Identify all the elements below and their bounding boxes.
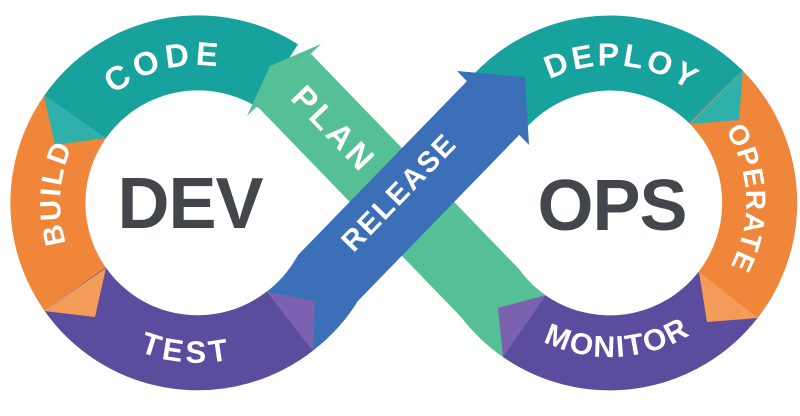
dev-loop bbox=[10, 15, 314, 391]
deploy-segment bbox=[472, 15, 743, 128]
build-to-test-chevron-icon bbox=[44, 268, 106, 317]
ops-loop bbox=[472, 15, 798, 391]
plan-arrowhead-icon bbox=[247, 44, 321, 116]
operate-to-monitor-chevron-icon bbox=[699, 272, 758, 322]
release-arrowhead-icon bbox=[457, 71, 529, 145]
test-to-release-chevron-icon bbox=[267, 292, 315, 351]
segment-labels: CODE BUILD TEST PLAN RELEASE DEPLOY OPER… bbox=[35, 35, 770, 370]
code-to-build-chevron-icon bbox=[44, 95, 106, 145]
ops-label: OPS bbox=[537, 166, 686, 246]
code-segment bbox=[44, 15, 298, 140]
deploy-to-operate-chevron-icon bbox=[690, 70, 743, 124]
monitor-to-plan-chevron-icon bbox=[498, 295, 546, 357]
release-ribbon bbox=[266, 71, 529, 351]
test-segment bbox=[44, 266, 314, 391]
dev-label: DEV bbox=[117, 164, 263, 244]
